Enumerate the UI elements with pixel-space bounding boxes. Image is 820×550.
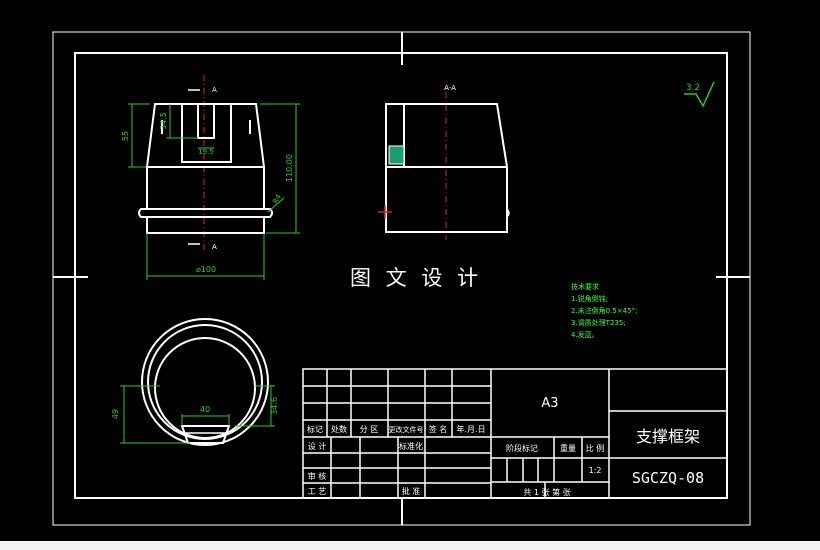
tb-header-cell: 处数 bbox=[331, 424, 347, 434]
bottom-view: 49 40 34.6 bbox=[111, 318, 279, 446]
tb-review-label: 审 核 bbox=[308, 471, 327, 481]
tech-notes: 技术要求 1.锐角倒钝; 2.未注倒角0.5×45°; 3.调质处理T235; … bbox=[571, 282, 637, 339]
front-slot-inner bbox=[197, 103, 215, 139]
section-view: A-A bbox=[378, 84, 510, 240]
tb-sheet-size: A3 bbox=[541, 396, 558, 411]
tb-header-cell: 分 区 bbox=[360, 425, 379, 434]
tb-process-label: 工 艺 bbox=[308, 487, 327, 496]
bottom-outer-circle bbox=[141, 318, 269, 446]
tb-design-label: 设 计 bbox=[308, 441, 327, 451]
dim-r4: R4 bbox=[271, 192, 283, 205]
tech-note-item: 1.锐角倒钝; bbox=[571, 294, 608, 303]
tb-scale-label: 比 例 bbox=[586, 443, 605, 453]
tb-header-cell: 更改文件号 bbox=[389, 425, 424, 434]
front-view: 55 34.5 19.5 110.00 R4 ⌀100 A A bbox=[121, 75, 300, 280]
tech-notes-title: 技术要求 bbox=[571, 282, 599, 291]
roughness-value: 3.2 bbox=[686, 83, 700, 93]
title-block bbox=[302, 368, 728, 499]
tb-weight-label: 重量 bbox=[560, 443, 576, 453]
bottom-ring-circle bbox=[147, 324, 263, 440]
dim-19-5: 19.5 bbox=[198, 148, 214, 156]
dim-40: 40 bbox=[200, 405, 210, 414]
watermark-text: 图 文 设 计 bbox=[350, 266, 482, 290]
dim-34-6: 34.6 bbox=[270, 397, 279, 415]
tb-header-cell: 签 名 bbox=[429, 424, 448, 434]
bottom-inner-circle bbox=[154, 337, 256, 439]
tb-header-cell: 标记 bbox=[307, 424, 323, 434]
tb-drawing-no: SGCZQ-08 bbox=[632, 469, 704, 487]
section-body bbox=[385, 103, 508, 233]
tech-note-item: 3.调质处理T235; bbox=[571, 318, 626, 327]
tb-approve-label: 批 准 bbox=[402, 486, 421, 496]
dim-diameter-100: ⌀100 bbox=[196, 265, 216, 274]
tech-note-item: 2.未注倒角0.5×45°; bbox=[571, 306, 637, 315]
dim-49: 49 bbox=[111, 409, 120, 419]
tech-note-item: 4.发蓝。 bbox=[571, 330, 599, 339]
dim-34-5: 34.5 bbox=[159, 112, 168, 130]
tb-sheet-info: 共 1 张 第 张 bbox=[523, 487, 570, 497]
tb-standardize-label: 标准化 bbox=[399, 441, 423, 451]
tb-part-name: 支撑框架 bbox=[636, 427, 700, 446]
dim-55: 55 bbox=[121, 131, 130, 141]
section-hatch bbox=[388, 145, 405, 165]
tb-scale-value: 1:2 bbox=[589, 466, 602, 475]
window-bottom-strip bbox=[0, 541, 820, 550]
section-label: A-A bbox=[444, 84, 456, 92]
section-mark-top: A bbox=[212, 86, 217, 94]
dim-110: 110.00 bbox=[285, 154, 294, 182]
title-block-text: 标记 处数 分 区 更改文件号 签 名 年.月.日 设 计 标准化 审 核 工 … bbox=[307, 396, 704, 497]
front-flange bbox=[138, 208, 273, 218]
front-base bbox=[146, 216, 265, 234]
tb-header-cell: 年.月.日 bbox=[456, 424, 485, 434]
bottom-tab bbox=[180, 425, 231, 444]
section-mark-bottom: A bbox=[212, 243, 217, 251]
front-lower-sides bbox=[146, 167, 265, 209]
section-flange-lip bbox=[506, 208, 510, 218]
tb-stage-label: 阶段标记 bbox=[506, 443, 538, 453]
roughness-symbol: 3.2 bbox=[684, 81, 715, 108]
